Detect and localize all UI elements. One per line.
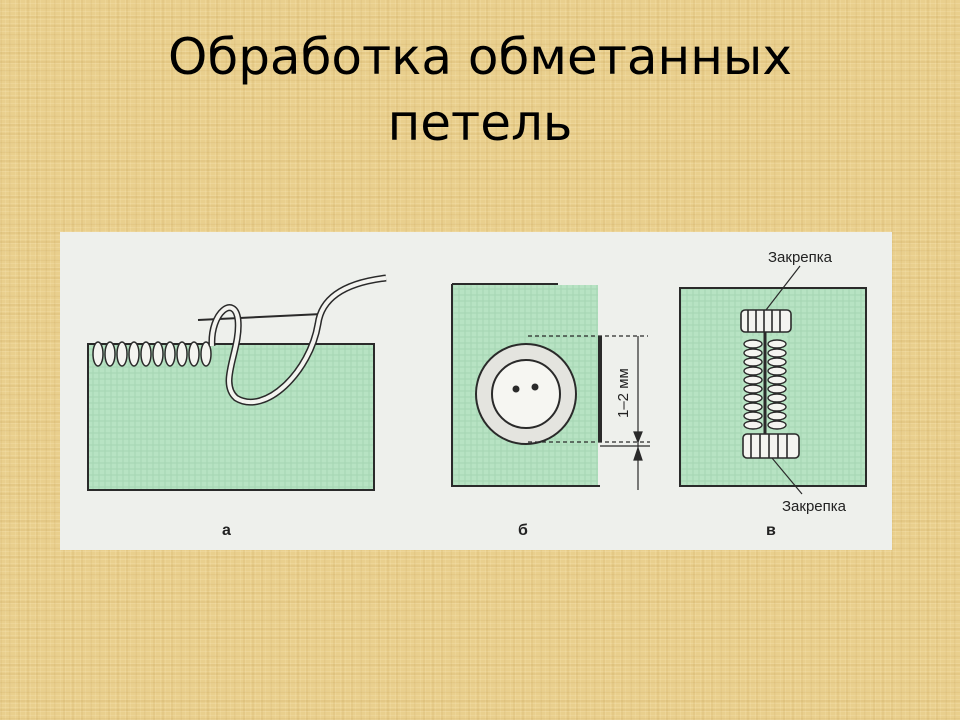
panel-b-label: б: [518, 522, 528, 539]
panel-a-label: а: [222, 522, 231, 539]
diagram-c: Закрепка Закрепка в: [680, 249, 866, 539]
buttonhole-stitches: [743, 330, 787, 442]
bartack-top-label: Закрепка: [768, 249, 833, 266]
button-hole-right: [532, 384, 539, 391]
bartack-top: [741, 310, 791, 332]
diagram-a: а: [88, 278, 386, 539]
measurement-label: 1–2 мм: [615, 368, 632, 418]
bartack-bottom: [743, 434, 799, 458]
button-inner: [492, 360, 560, 428]
slide-title-line1: Обработка обметанных: [0, 24, 960, 90]
figure-panel: а 1–2 мм б: [60, 232, 892, 550]
button-hole-left: [513, 386, 520, 393]
slide-title: Обработка обметанных петель: [0, 24, 960, 156]
figure-illustration: а 1–2 мм б: [60, 232, 892, 550]
bartack-bottom-label: Закрепка: [782, 498, 847, 515]
panel-c-label: в: [766, 522, 776, 539]
slide-title-line2: петель: [0, 90, 960, 156]
diagram-b: 1–2 мм б: [452, 284, 650, 539]
